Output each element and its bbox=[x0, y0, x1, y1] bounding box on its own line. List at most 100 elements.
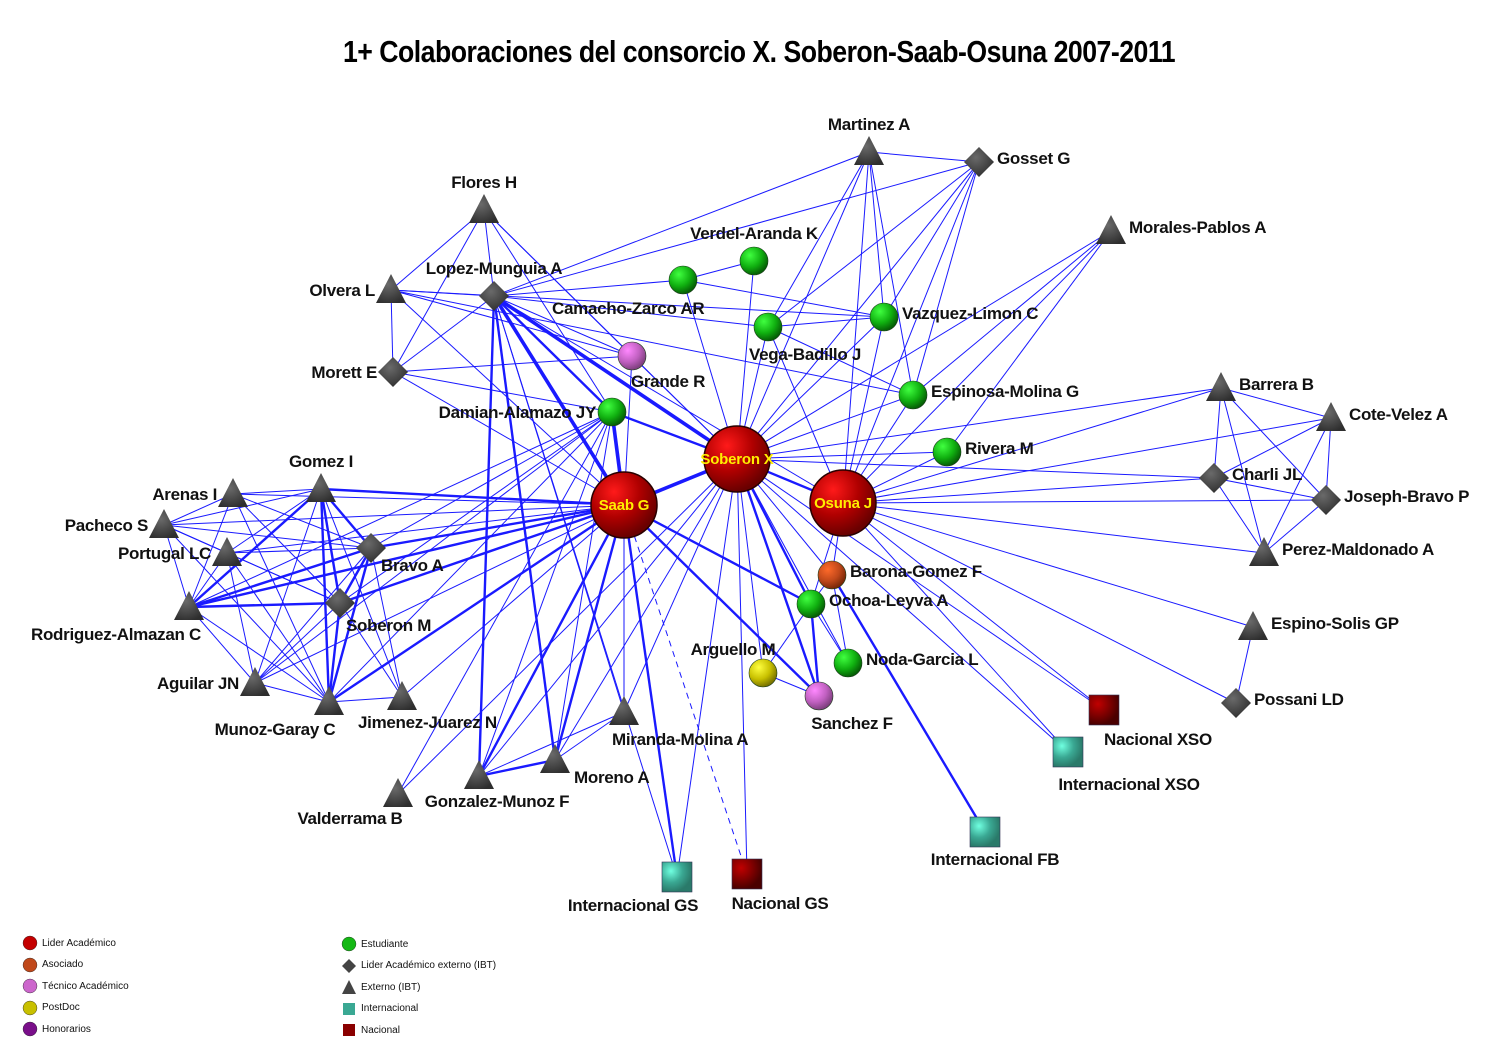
diamond-marker-externo[interactable] bbox=[479, 281, 509, 311]
triangle-marker-externo[interactable] bbox=[1249, 537, 1279, 566]
circle-marker-estudiante[interactable] bbox=[668, 265, 698, 295]
node-valderrama-b[interactable]: Valderrama B bbox=[297, 778, 413, 828]
bigcircle-marker-lider[interactable] bbox=[590, 471, 658, 539]
circle-marker-estudiante[interactable] bbox=[796, 589, 826, 619]
diamond-marker-externo[interactable] bbox=[964, 147, 994, 177]
node-espinosa-molina-g[interactable]: Espinosa-Molina G bbox=[898, 380, 1079, 410]
node-aguilar-jn[interactable]: Aguilar JN bbox=[157, 667, 270, 696]
circle-marker-estudiante[interactable] bbox=[932, 437, 962, 467]
node-arguello-m[interactable]: Arguello M bbox=[691, 640, 778, 688]
node-miranda-molina-a[interactable]: Miranda-Molina A bbox=[609, 696, 749, 749]
node-flores-h[interactable]: Flores H bbox=[451, 173, 517, 223]
node-portugal-lc[interactable]: Portugal LC bbox=[118, 537, 242, 566]
triangle-marker-externo[interactable] bbox=[1238, 611, 1268, 640]
triangle-marker-externo[interactable] bbox=[306, 473, 336, 502]
node-saab-g[interactable]: Saab G bbox=[590, 471, 658, 539]
legend-label: Estudiante bbox=[361, 938, 409, 950]
triangle-marker-externo[interactable] bbox=[218, 478, 248, 507]
node-nacional-xso[interactable]: Nacional XSO bbox=[1088, 694, 1212, 749]
node-vega-badillo-j[interactable]: Vega-Badillo J bbox=[749, 312, 861, 364]
square-marker-nacional[interactable] bbox=[1088, 694, 1120, 726]
diamond-marker-externo[interactable] bbox=[1311, 485, 1341, 515]
diamond-marker-externo[interactable] bbox=[325, 588, 355, 618]
node-barrera-b[interactable]: Barrera B bbox=[1206, 372, 1314, 401]
node-bravo-a[interactable]: Bravo A bbox=[356, 533, 444, 575]
node-morales-pablos-a[interactable]: Morales-Pablos A bbox=[1096, 215, 1267, 244]
node-soberon-m[interactable]: Soberon M bbox=[325, 588, 432, 635]
node-vazquez-limon-c[interactable]: Vazquez-Limon C bbox=[869, 302, 1039, 332]
node-jimenez-juarez-n[interactable]: Jimenez-Juarez N bbox=[358, 681, 497, 732]
node-noda-garcia-l[interactable]: Noda-Garcia L bbox=[833, 648, 979, 678]
triangle-marker-externo[interactable] bbox=[376, 274, 406, 303]
node-pacheco-s[interactable]: Pacheco S bbox=[65, 509, 179, 538]
square-marker-internacional[interactable] bbox=[969, 816, 1001, 848]
triangle-marker-externo[interactable] bbox=[174, 591, 204, 620]
square-marker-nacional[interactable] bbox=[731, 858, 763, 890]
triangle-marker-externo[interactable] bbox=[1316, 402, 1346, 431]
square-marker-internacional[interactable] bbox=[1052, 736, 1084, 768]
circle-marker-estudiante[interactable] bbox=[898, 380, 928, 410]
triangle-marker-externo[interactable] bbox=[464, 760, 494, 789]
node-rivera-m[interactable]: Rivera M bbox=[932, 437, 1034, 467]
bigcircle-marker-lider[interactable] bbox=[703, 425, 771, 493]
node-internacional-xso[interactable]: Internacional XSO bbox=[1052, 736, 1200, 794]
edge-barrera_b-charli_jl bbox=[1213, 387, 1222, 479]
node-morett-e[interactable]: Morett E bbox=[311, 357, 408, 387]
bigcircle-marker-lider[interactable] bbox=[809, 469, 877, 537]
node-ochoa-leyva-a[interactable]: Ochoa-Leyva A bbox=[796, 589, 949, 619]
node-espino-solis-gp[interactable]: Espino-Solis GP bbox=[1238, 611, 1399, 640]
node-gonzalez-munoz-f[interactable]: Gonzalez-Munoz F bbox=[425, 760, 570, 811]
node-nacional-gs[interactable]: Nacional GS bbox=[731, 858, 829, 913]
node-munoz-garay-c[interactable]: Munoz-Garay C bbox=[215, 686, 344, 739]
circle-marker-tecnico[interactable] bbox=[804, 681, 834, 711]
circle-marker-estudiante[interactable] bbox=[739, 246, 769, 276]
triangle-marker-externo[interactable] bbox=[1206, 372, 1236, 401]
node-perez-maldonado-a[interactable]: Perez-Maldonado A bbox=[1249, 537, 1434, 566]
node-barona-gomez-f[interactable]: Barona-Gomez F bbox=[817, 560, 982, 590]
node-camacho-zarco-ar[interactable]: Camacho-Zarco AR bbox=[552, 265, 705, 318]
node-possani-ld[interactable]: Possani LD bbox=[1221, 688, 1344, 718]
node-moreno-a[interactable]: Moreno A bbox=[540, 744, 650, 787]
circle-marker-asociado[interactable] bbox=[817, 560, 847, 590]
diamond-marker-externo[interactable] bbox=[1199, 463, 1229, 493]
triangle-marker-externo[interactable] bbox=[240, 667, 270, 696]
triangle-marker-externo[interactable] bbox=[212, 537, 242, 566]
node-gomez-i[interactable]: Gomez I bbox=[289, 452, 353, 502]
triangle-marker-externo[interactable] bbox=[149, 509, 179, 538]
node-sanchez-f[interactable]: Sanchez F bbox=[804, 681, 893, 733]
diamond-marker-externo[interactable] bbox=[378, 357, 408, 387]
triangle-marker-externo[interactable] bbox=[314, 686, 344, 715]
circle-marker-tecnico[interactable] bbox=[617, 341, 647, 371]
triangle-marker-externo[interactable] bbox=[469, 194, 499, 223]
square-marker-internacional[interactable] bbox=[661, 861, 693, 893]
circle-marker-estudiante[interactable] bbox=[753, 312, 783, 342]
triangle-marker-externo[interactable] bbox=[609, 696, 639, 725]
triangle-marker-externo[interactable] bbox=[1096, 215, 1126, 244]
node-olvera-l[interactable]: Olvera L bbox=[309, 274, 406, 303]
node-lopez-munguia-a[interactable]: Lopez-Munguia A bbox=[426, 259, 563, 311]
node-osuna-j[interactable]: Osuna J bbox=[809, 469, 877, 537]
triangle-marker-externo[interactable] bbox=[383, 778, 413, 807]
node-gosset-g[interactable]: Gosset G bbox=[964, 147, 1071, 177]
node-internacional-fb[interactable]: Internacional FB bbox=[931, 816, 1060, 869]
circle-marker-estudiante[interactable] bbox=[869, 302, 899, 332]
node-rodriguez-almazan-c[interactable]: Rodriguez-Almazan C bbox=[31, 591, 204, 644]
node-soberon-x[interactable]: Soberon X bbox=[700, 425, 774, 493]
node-verdel-aranda-k[interactable]: Verdel-Aranda K bbox=[690, 224, 819, 276]
circle-marker-postdoc[interactable] bbox=[748, 658, 778, 688]
diamond-marker-externo[interactable] bbox=[356, 533, 386, 563]
node-arenas-i[interactable]: Arenas I bbox=[152, 478, 248, 507]
node-internacional-gs[interactable]: Internacional GS bbox=[568, 861, 698, 915]
diamond-marker-externo[interactable] bbox=[1221, 688, 1251, 718]
node-joseph-bravo-p[interactable]: Joseph-Bravo P bbox=[1311, 485, 1470, 515]
node-damian-alamazo-jy[interactable]: Damian-Alamazo JY bbox=[439, 397, 627, 427]
circle-marker-estudiante[interactable] bbox=[597, 397, 627, 427]
triangle-marker-externo[interactable] bbox=[540, 744, 570, 773]
node-martinez-a[interactable]: Martinez A bbox=[828, 115, 910, 165]
node-grande-r[interactable]: Grande R bbox=[617, 341, 705, 391]
circle-marker-estudiante[interactable] bbox=[833, 648, 863, 678]
triangle-marker-externo[interactable] bbox=[387, 681, 417, 710]
node-charli-jl[interactable]: Charli JL bbox=[1199, 463, 1302, 493]
node-cote-velez-a[interactable]: Cote-Velez A bbox=[1316, 402, 1448, 431]
triangle-marker-externo[interactable] bbox=[854, 136, 884, 165]
